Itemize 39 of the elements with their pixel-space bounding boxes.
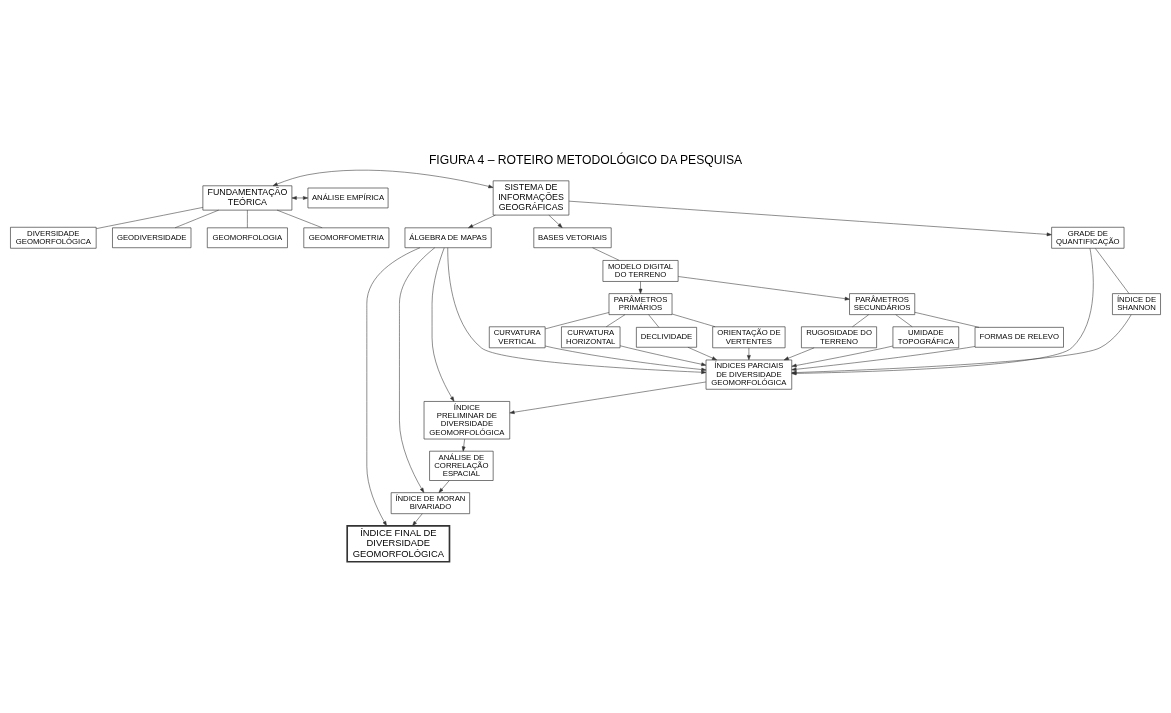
arrow	[619, 344, 707, 366]
arrow	[431, 247, 455, 402]
connector	[276, 209, 323, 228]
arrow	[544, 345, 707, 371]
connector	[648, 313, 660, 328]
arrow	[272, 169, 494, 188]
diagram-title: FIGURA 4 – ROTEIRO METODOLÓGICO DA PESQUISA	[428, 152, 743, 167]
node-box: SISTEMA DE INFORMAÇÕES GEOGRÁFICAS	[492, 180, 570, 215]
connector	[96, 206, 204, 229]
arrow	[687, 346, 717, 360]
arrow	[461, 438, 466, 451]
connector	[605, 313, 626, 327]
arrow	[638, 280, 643, 294]
arrow	[791, 345, 976, 371]
node-box: FUNDAMENTAÇÃO TEÓRICA	[202, 184, 293, 210]
connector	[174, 209, 219, 228]
arrow	[747, 347, 751, 360]
arrow	[548, 214, 563, 228]
arrow	[291, 195, 309, 200]
connector	[671, 313, 716, 327]
arrow	[783, 347, 815, 360]
arrow	[366, 247, 421, 526]
arrow	[399, 246, 436, 493]
connector	[914, 311, 980, 328]
connector	[852, 313, 869, 327]
arrow	[447, 247, 707, 374]
arrow	[568, 200, 1052, 236]
connector	[895, 313, 913, 327]
connector	[1095, 247, 1130, 294]
node-box: ÍNDICE FINAL DE DIVERSIDADE GEOMORFOLÓGICA	[346, 524, 451, 563]
connector	[592, 247, 620, 261]
arrow	[438, 479, 450, 493]
arrow	[678, 275, 850, 300]
connector	[544, 311, 610, 329]
arrow	[509, 381, 707, 414]
arrow	[791, 345, 894, 367]
connector	[247, 209, 248, 228]
arrow	[412, 512, 423, 526]
arrow	[468, 214, 496, 228]
